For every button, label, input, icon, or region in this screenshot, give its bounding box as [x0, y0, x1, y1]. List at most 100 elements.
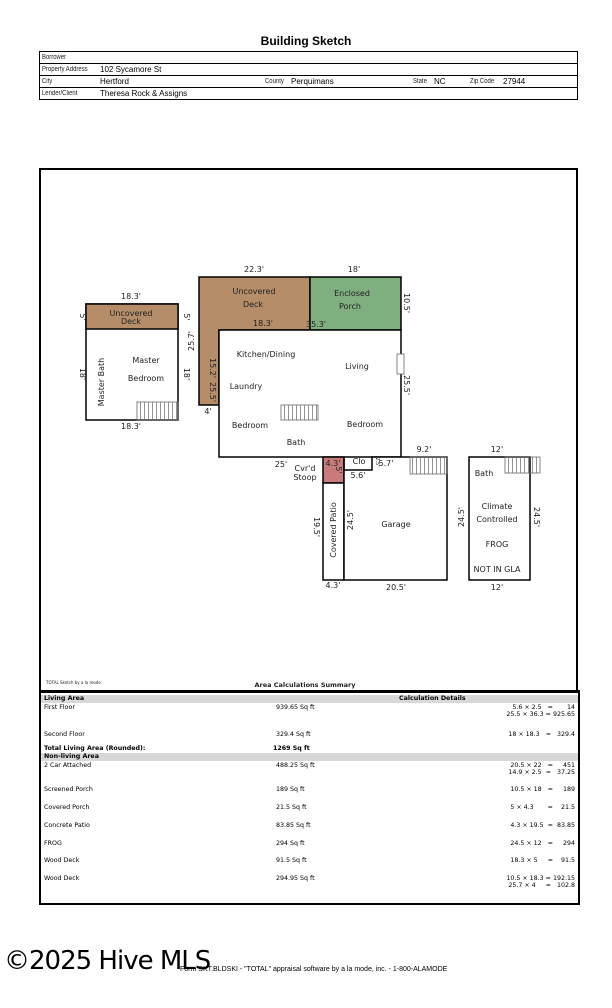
stairs-icon	[409, 456, 448, 475]
room-label: Controlled	[476, 515, 517, 524]
master-deck	[85, 303, 179, 330]
sketch-credit: TOTAL Sketch by a la mode	[45, 680, 101, 685]
living-area-header-calc-label: Calculation Details	[399, 695, 466, 702]
room-label: Cvr'd	[295, 464, 316, 473]
room-label: Living	[345, 362, 369, 371]
county-label: County	[265, 78, 284, 85]
stairs-icon	[136, 401, 179, 421]
room-label: Bedroom	[128, 374, 164, 383]
area-value: 939.65 Sq ft	[276, 704, 315, 711]
calc-detail: 5.6 × 2.5 = 14	[512, 704, 575, 711]
calc-detail: 18 × 18.3 = 329.4	[508, 731, 575, 738]
room-label: Master	[132, 356, 160, 365]
calc-detail: 4.3 × 19.5 = 83.85	[510, 822, 575, 829]
dim: 25.5'	[208, 382, 217, 402]
calc-detail: 24.5 × 12 = 294	[510, 840, 575, 847]
dim: 5'	[182, 313, 191, 320]
area-value: 488.25 Sq ft	[276, 762, 315, 769]
area-value: 91.5 Sq ft	[276, 857, 307, 864]
borrower-row: Borrower	[40, 52, 577, 64]
area-name: Covered Porch	[44, 804, 90, 811]
dim: 5'	[78, 313, 87, 320]
room-label: Laundry	[230, 382, 263, 391]
room-label: Deck	[243, 300, 263, 309]
watermark: ©2025 Hive MLS	[4, 946, 211, 976]
room-label: Garage	[381, 520, 410, 529]
room-label: Clo	[353, 457, 366, 466]
city-label: City	[42, 78, 53, 85]
area-name: FROG	[44, 840, 62, 847]
room-label: Deck	[121, 317, 141, 326]
property-header: Borrower Property Address 102 Sycamore S…	[39, 51, 578, 100]
state-label: State	[413, 78, 427, 85]
area-name: Second Floor	[44, 731, 85, 738]
area-name: Concrete Patio	[44, 822, 90, 829]
dim: 22.3'	[244, 265, 264, 274]
dim: 18'	[78, 368, 87, 380]
area-name: Wood Deck	[44, 875, 80, 882]
borrower-label: Borrower	[42, 54, 67, 61]
room-label: Bedroom	[232, 421, 268, 430]
calc-detail: 25.5 × 36.3 = 925.65	[506, 711, 575, 718]
room-label: Bath	[287, 438, 306, 447]
enclosed-porch	[309, 276, 402, 331]
stairs-icon	[280, 404, 319, 421]
total-value: 1269 Sq ft	[273, 745, 310, 752]
dim: 19.5'	[312, 517, 321, 537]
dim: 18'	[182, 368, 191, 380]
calc-detail: 18.3 × 5 = 91.5	[510, 857, 575, 864]
dim: 18.3'	[121, 292, 141, 301]
zip-value: 27944	[503, 77, 526, 86]
dim: 18'	[348, 265, 360, 274]
dim: 18.3'	[121, 422, 141, 431]
room-label: Covered Patio	[329, 502, 338, 558]
area-value: 21.5 Sq ft	[276, 804, 307, 811]
calc-detail: 25.7 × 4 = 102.8	[508, 882, 575, 889]
room-label: Uncovered	[110, 309, 153, 318]
page-title: Building Sketch	[260, 34, 352, 48]
main-house	[218, 329, 402, 458]
dim: 10.5'	[402, 293, 411, 313]
dim: 25.7'	[187, 331, 196, 351]
state-value: NC	[434, 77, 446, 86]
room-label: Porch	[339, 302, 361, 311]
zip-label: Zip Code	[470, 78, 495, 85]
dim: 12'	[491, 583, 503, 592]
dim: 25.5'	[402, 375, 411, 395]
area-name: Wood Deck	[44, 857, 80, 864]
dim: 5.7'	[379, 459, 394, 468]
lender-label: Lender/Client	[42, 90, 78, 97]
nonliving-area-header: Non-living Area	[41, 753, 578, 761]
calc-detail: 10.5 × 18 = 189	[510, 786, 575, 793]
dim: 20.5'	[386, 583, 406, 592]
floor-plan: 18.3' Uncovered Deck 5' 5' 18' 18' Maste…	[45, 265, 541, 689]
dim: 24.5'	[532, 507, 541, 527]
area-name: First Floor	[44, 704, 75, 711]
room-label: Stoop	[293, 473, 316, 482]
total-label: Total Living Area (Rounded):	[44, 745, 146, 752]
lender-value: Theresa Rock & Assigns	[100, 89, 188, 98]
dim: 25'	[275, 460, 287, 469]
calc-detail: 20.5 × 22 = 451	[510, 762, 575, 769]
dim: 35.3'	[306, 320, 326, 329]
room-label: Kitchen/Dining	[237, 350, 296, 359]
area-name: Screened Porch	[44, 786, 93, 793]
dim: 24.5'	[346, 510, 355, 530]
address-value: 102 Sycamore St	[100, 65, 162, 74]
area-row: Wood Deck 91.5 Sq ft 18.3 × 5 = 91.5	[41, 857, 578, 867]
dim: 18.3'	[253, 319, 273, 328]
room-label: Bath	[475, 469, 494, 478]
room-label: NOT IN GLA	[474, 565, 521, 574]
room-label: Master Bath	[97, 358, 106, 406]
dim: 15.2'	[208, 358, 217, 378]
nonliving-area-header-label: Non-living Area	[44, 753, 99, 760]
